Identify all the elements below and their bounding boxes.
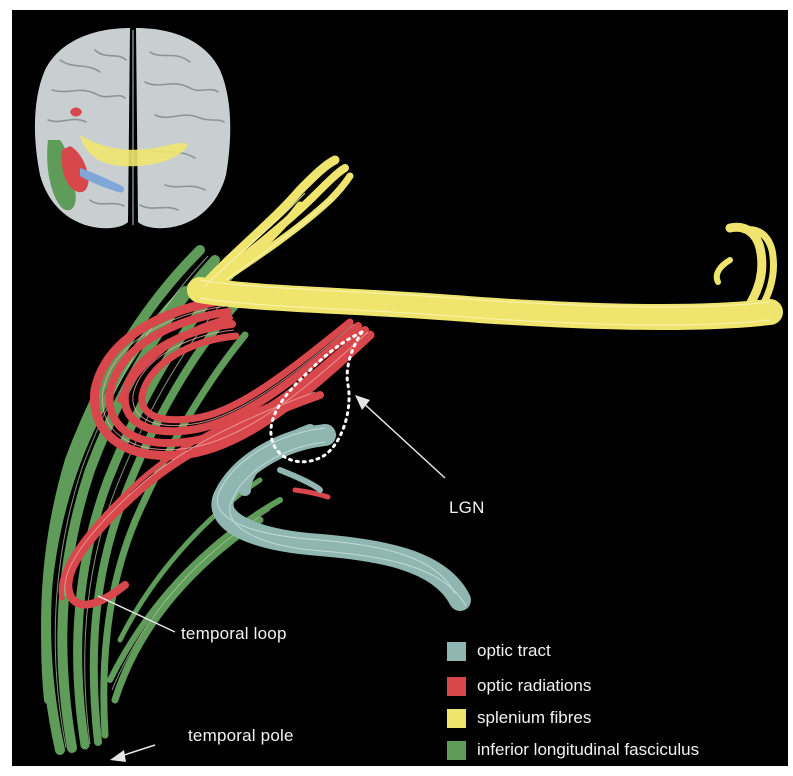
brain-inset [35, 28, 230, 228]
legend-label-inferior-longitudinal-fasciculus: inferior longitudinal fasciculus [477, 740, 699, 760]
lgn-label: LGN [449, 498, 485, 518]
legend-label-splenium-fibres: splenium fibres [477, 708, 591, 728]
legend-item-optic-tract: optic tract [447, 641, 551, 661]
legend-label-optic-tract: optic tract [477, 641, 551, 661]
legend-swatch-inferior-longitudinal-fasciculus [447, 741, 466, 760]
temporal-loop-label: temporal loop [181, 624, 287, 644]
legend-swatch-splenium-fibres [447, 709, 466, 728]
legend-item-inferior-longitudinal-fasciculus: inferior longitudinal fasciculus [447, 740, 699, 760]
legend-item-splenium-fibres: splenium fibres [447, 708, 591, 728]
legend-swatch-optic-radiations [447, 677, 466, 696]
legend-swatch-optic-tract [447, 642, 466, 661]
temporal-pole-label: temporal pole [188, 726, 294, 746]
legend-label-optic-radiations: optic radiations [477, 676, 591, 696]
legend-item-optic-radiations: optic radiations [447, 676, 591, 696]
